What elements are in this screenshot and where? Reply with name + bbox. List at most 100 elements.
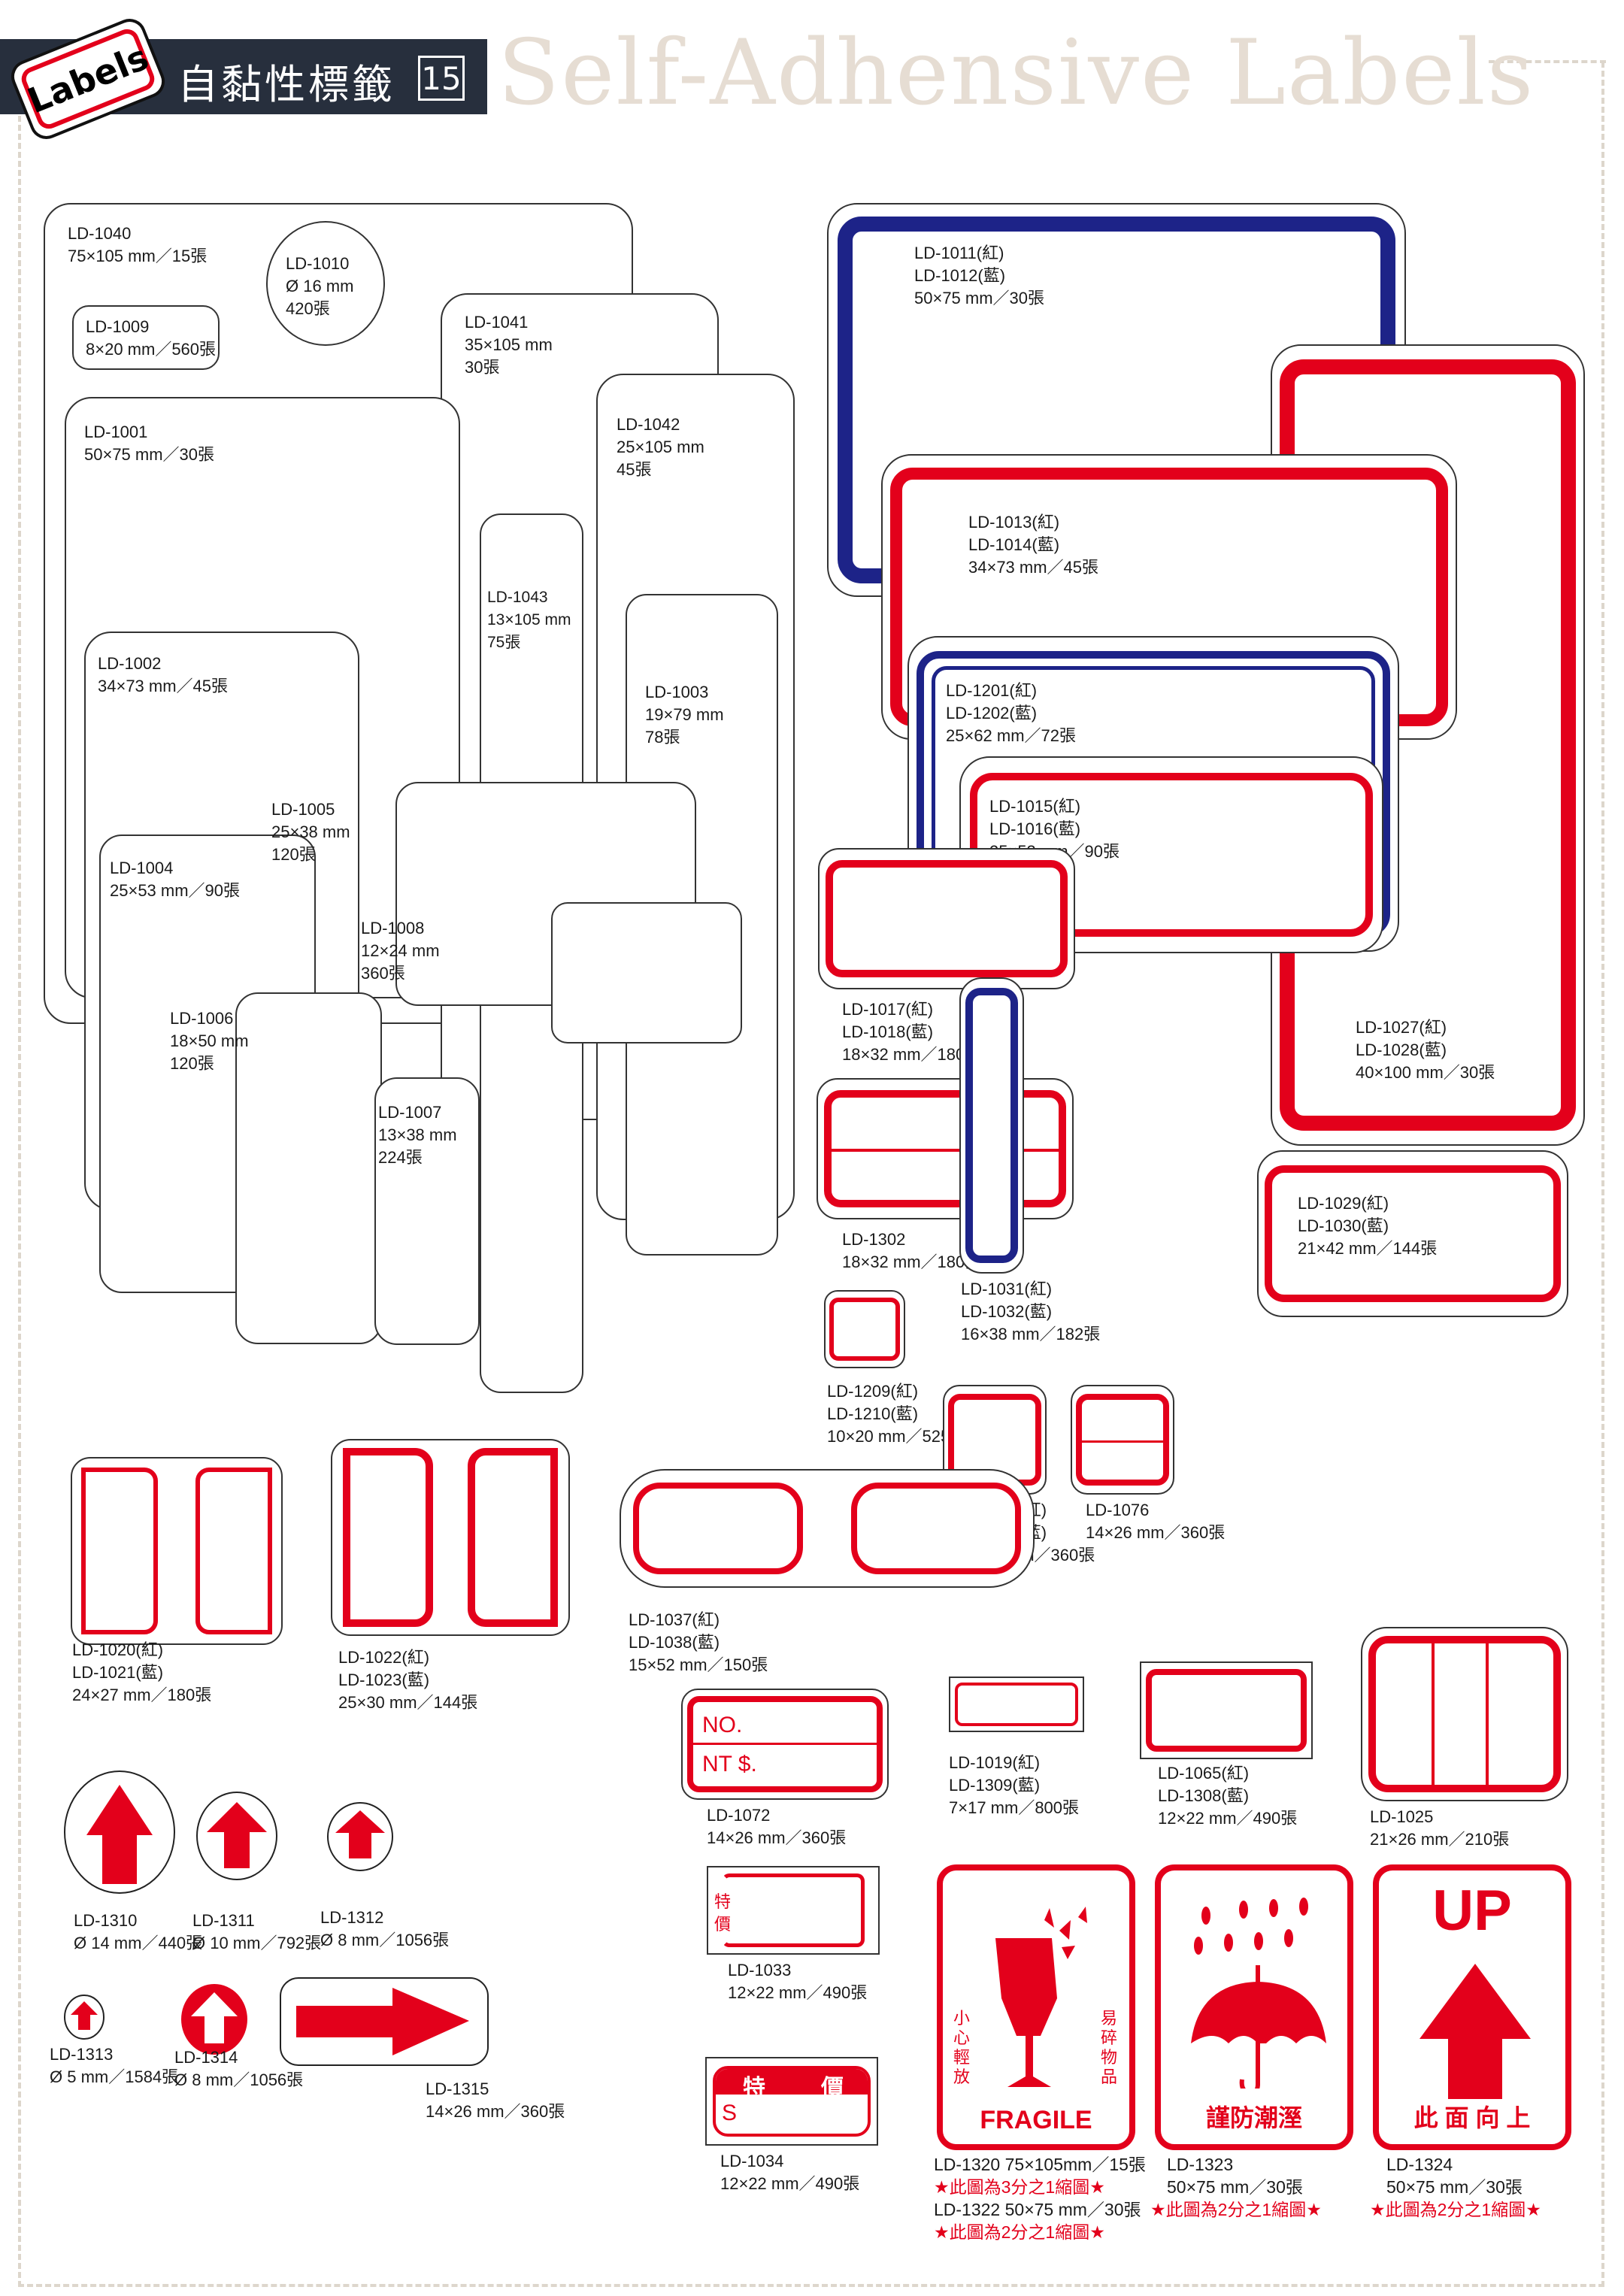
- arrow-up-icon: [86, 1785, 153, 1884]
- broken-glass-icon: [995, 1907, 1087, 2087]
- label-ld1065-border: [1146, 1669, 1307, 1752]
- caption-ld1324: LD-1324 50×75 mm／30張 ★此圖為2分之1縮圖★: [1370, 2153, 1541, 2221]
- label-ld1019: [949, 1677, 1084, 1732]
- page-title-en: Self-Adhensive Labels: [498, 21, 1535, 126]
- caption-line: LD-1009: [86, 317, 150, 336]
- label-ld1314: [180, 1983, 248, 2055]
- label-ld1017-border: [826, 860, 1068, 977]
- caption-line: LD-1038(藍): [629, 1633, 720, 1652]
- label-ld1025: [1361, 1627, 1568, 1801]
- caption-line: Ø 5 mm／1584張: [50, 2067, 179, 2086]
- caption-line: LD-1042: [617, 415, 680, 434]
- label-nt-text: NT $.: [702, 1752, 757, 1777]
- up-text: UP: [1432, 1879, 1512, 1943]
- caption-line: 13×105 mm: [487, 611, 571, 629]
- caption-ld1008: LD-1008 12×24 mm 360張: [361, 917, 440, 985]
- caption-ld1029: LD-1029(紅) LD-1030(藍) 21×42 mm／144張: [1298, 1192, 1437, 1260]
- caption-line: LD-1032(藍): [961, 1302, 1053, 1321]
- caption-line: LD-1014(藍): [968, 535, 1060, 554]
- caption-line: LD-1072: [707, 1806, 771, 1825]
- label-ld1323: 謹防潮溼: [1155, 1864, 1353, 2150]
- caption-line: 35×105 mm: [465, 335, 553, 354]
- caption-line: LD-1016(藍): [989, 819, 1081, 838]
- caption-line: LD-1013(紅): [968, 513, 1060, 532]
- caption-line: LD-1017(紅): [842, 1000, 934, 1019]
- caption-line: LD-1040: [68, 224, 132, 243]
- caption-line: LD-1320 75×105mm／15張: [934, 2155, 1146, 2174]
- caption-line: LD-1302: [842, 1230, 906, 1249]
- caption-ld1002: LD-1002 34×73 mm／45張: [98, 653, 228, 698]
- caption-line: 12×22 mm／490張: [720, 2174, 860, 2193]
- caption-line: 45張: [617, 460, 652, 479]
- label-ld1017: [818, 848, 1075, 989]
- caption-line: LD-1018(藍): [842, 1022, 934, 1041]
- caption-line: 75×105 mm／15張: [68, 247, 208, 265]
- caption-line: LD-1324: [1386, 2155, 1453, 2174]
- caption-line: LD-1020(紅): [72, 1640, 164, 1659]
- caption-line: LD-1003: [645, 683, 709, 701]
- caption-line: LD-1323: [1167, 2155, 1234, 2174]
- label-dollar-text: S: [722, 2101, 738, 2125]
- caption-line: 420張: [286, 299, 330, 318]
- label-ld1065: [1140, 1661, 1313, 1759]
- divider-line: [1432, 1643, 1435, 1785]
- caption-line: LD-1004: [110, 859, 174, 877]
- caption-line: 50×75 mm／30張: [1386, 2177, 1522, 2197]
- caption-line: LD-1007: [378, 1103, 442, 1122]
- label-ld1034-border: 特 價 S: [713, 2066, 871, 2137]
- label-ld1302-border: [824, 1090, 1066, 1207]
- caption-line: LD-1313: [50, 2045, 114, 2064]
- label-jia-text: 價: [714, 1915, 732, 1934]
- caption-line: LD-1309(藍): [949, 1776, 1041, 1795]
- arrow-right-icon: [296, 1988, 469, 2055]
- caption-line: 18×32 mm／180張: [842, 1045, 982, 1064]
- label-ld1072-border: NO. NT $.: [687, 1696, 883, 1792]
- caption-line: 18×50 mm: [170, 1031, 249, 1050]
- label-ld1006: [235, 992, 382, 1344]
- caption-line: LD-1022(紅): [338, 1648, 430, 1667]
- label-ld1315: [280, 1977, 490, 2067]
- caption-line: LD-1033: [728, 1961, 792, 1979]
- caption-line: 24×27 mm／180張: [72, 1686, 212, 1704]
- caption-ld1025: LD-1025 21×26 mm／210張: [1370, 1806, 1509, 1851]
- caption-line: 14×26 mm／360張: [1086, 1523, 1226, 1542]
- caption-line: LD-1005: [271, 800, 335, 819]
- caption-ld1201: LD-1201(紅) LD-1202(藍) 25×62 mm／72張: [946, 680, 1076, 747]
- label-ld1025-border: [1368, 1636, 1561, 1792]
- label-ld1020: [71, 1457, 283, 1645]
- caption-line: 14×26 mm／360張: [426, 2102, 565, 2121]
- caption-line: Ø 16 mm: [286, 277, 354, 295]
- caption-line: LD-1201(紅): [946, 681, 1038, 700]
- caption-note: ★此圖為2分之1縮圖★: [1150, 2200, 1322, 2219]
- caption-line: LD-1019(紅): [949, 1753, 1041, 1772]
- caption-ld1022: LD-1022(紅) LD-1023(藍) 25×30 mm／144張: [338, 1646, 477, 1714]
- caption-line: LD-1043: [487, 589, 548, 606]
- label-ld1031: [959, 977, 1024, 1274]
- caption-line: LD-1315: [426, 2079, 489, 2098]
- label-ld1072: NO. NT $.: [681, 1689, 889, 1800]
- arrow-up-icon: [191, 1992, 238, 2043]
- caption-ld1034: LD-1034 12×22 mm／490張: [720, 2150, 859, 2195]
- caption-line: 120張: [271, 845, 316, 864]
- divider-line: [1082, 1440, 1163, 1443]
- label-ld1031-border: [965, 988, 1018, 1263]
- caption-line: 12×22 mm／490張: [1158, 1809, 1298, 1828]
- divider-line: [1486, 1643, 1489, 1785]
- label-ld1019-border: [955, 1683, 1078, 1726]
- umbrella-rain-icon: [1191, 1898, 1326, 2089]
- caption-line: LD-1002: [98, 654, 162, 673]
- caption-line: 25×105 mm: [617, 438, 704, 456]
- caption-line: 75張: [487, 634, 521, 651]
- label-ld1009: [72, 305, 220, 370]
- caption-ld1009: LD-1009 8×20 mm／560張: [86, 316, 216, 361]
- label-ld1033: 特 價: [707, 1866, 880, 1955]
- caption-line: LD-1031(紅): [961, 1280, 1053, 1298]
- caption-ld1037: LD-1037(紅) LD-1038(藍) 15×52 mm／150張: [629, 1609, 768, 1677]
- caption-ld1040: LD-1040 75×105 mm／15張: [68, 223, 207, 268]
- caption-line: LD-1008: [361, 919, 425, 937]
- label-ld1302: [817, 1078, 1074, 1219]
- caption-line: 30張: [465, 358, 500, 377]
- caption-line: LD-1021(藍): [72, 1663, 164, 1682]
- caption-line: LD-1308(藍): [1158, 1786, 1250, 1805]
- caption-ld1020: LD-1020(紅) LD-1021(藍) 24×27 mm／180張: [72, 1639, 211, 1707]
